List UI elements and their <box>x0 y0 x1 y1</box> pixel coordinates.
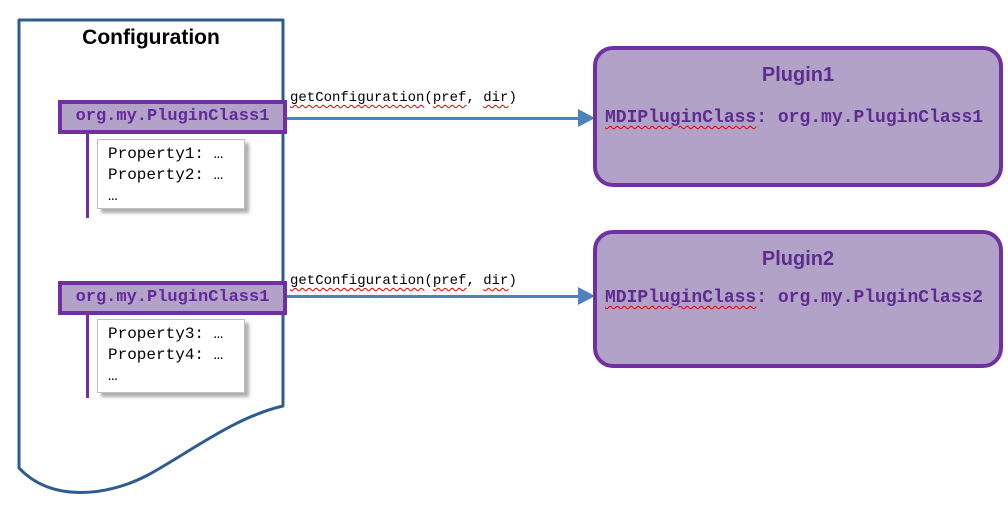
property-line: … <box>108 187 118 205</box>
arrow-label-part: , <box>466 273 484 289</box>
plugin-class-value: org.my.PluginClass2 <box>777 288 984 308</box>
property-line: Property3: … <box>108 325 224 343</box>
property-card-1: Property1: … Property2: … … <box>97 139 245 209</box>
arrow-label-part: dir <box>483 273 509 289</box>
arrow-label-1: getConfiguration(pref, dir) <box>290 90 517 106</box>
plugin-title-2: Plugin2 <box>761 248 835 270</box>
arrow-label-part: getConfiguration <box>290 90 425 106</box>
arrow-label-part: ( <box>424 273 433 289</box>
plugin-body-1: MDIPluginClass: org.my.PluginClass1 <box>605 108 983 128</box>
arrow-line-1 <box>287 117 579 120</box>
plugin-body-2: MDIPluginClass: org.my.PluginClass2 <box>605 288 983 308</box>
property-line: Property4: … <box>108 346 224 364</box>
property-card-2: Property3: … Property4: … … <box>97 319 245 393</box>
property-line: Property2: … <box>108 166 224 184</box>
plugin-box-2: Plugin2 MDIPluginClass: org.my.PluginCla… <box>593 230 1003 368</box>
document-outline <box>17 18 285 494</box>
plugin-title-1: Plugin1 <box>761 64 835 86</box>
arrow-label-part: ) <box>508 273 517 289</box>
arrow-label-part: ( <box>424 90 433 106</box>
property-line: … <box>108 367 118 385</box>
arrow-label-part: pref <box>432 90 467 106</box>
arrow-label-part: pref <box>432 273 467 289</box>
arrow-label-part: ) <box>508 90 517 106</box>
arrow-label-part: , <box>466 90 484 106</box>
configuration-title: Configuration <box>82 26 220 49</box>
property-connector-line-2 <box>86 311 89 398</box>
plugin-class-key: MDIPluginClass <box>605 288 757 308</box>
plugin-class-entry-1: org.my.PluginClass1 <box>58 100 287 134</box>
plugin-class-value: org.my.PluginClass1 <box>777 108 984 128</box>
arrow-head-icon-1 <box>578 109 595 127</box>
arrow-label-part: getConfiguration <box>290 273 425 289</box>
plugin-class-entry-2: org.my.PluginClass1 <box>58 281 287 315</box>
arrow-label-2: getConfiguration(pref, dir) <box>290 273 517 289</box>
property-line: Property1: … <box>108 145 224 163</box>
arrow-line-2 <box>287 295 579 298</box>
plugin-class-separator: : <box>756 108 778 128</box>
property-connector-line-1 <box>86 134 89 218</box>
plugin-class-separator: : <box>756 288 778 308</box>
arrow-head-icon-2 <box>578 287 595 305</box>
plugin-box-1: Plugin1 MDIPluginClass: org.my.PluginCla… <box>593 46 1003 187</box>
arrow-label-part: dir <box>483 90 509 106</box>
plugin-class-key: MDIPluginClass <box>605 108 757 128</box>
